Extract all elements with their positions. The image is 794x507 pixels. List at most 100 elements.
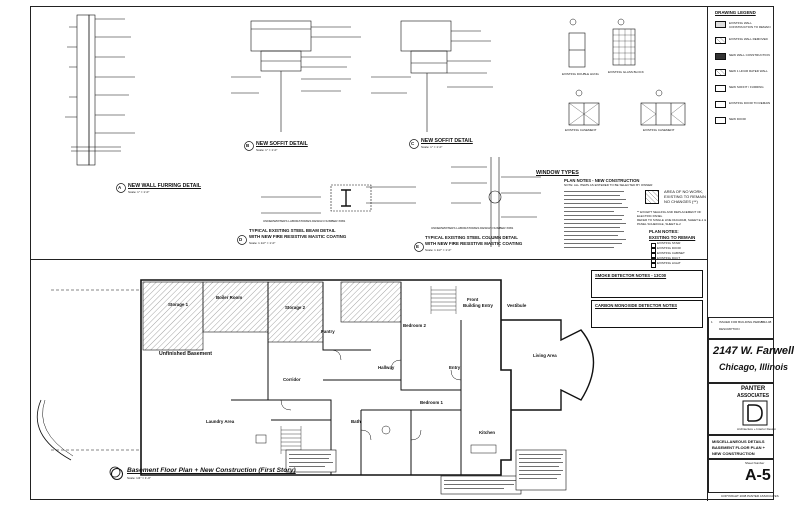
detail-d-scale: Scale: 1 1/2" = 1'-0" <box>249 241 276 245</box>
smoke-notes-box: SMOKE DETECTOR NOTES - 13C00 <box>591 270 703 298</box>
ul-caption-d: UNDERWRITERS LABORATORIES DESIGN NUMBER … <box>263 219 346 223</box>
titleblock-divider <box>707 7 708 501</box>
existing-note-marker-0 <box>651 242 656 248</box>
window-casement-2-label: EXISTING CASEMENT <box>643 128 675 132</box>
room-living: Living Area <box>533 353 557 358</box>
legend-label-4: NEW SOFFIT / FURRING <box>729 85 764 89</box>
legend-swatch-3 <box>715 69 726 76</box>
section-divider <box>31 259 707 260</box>
room-hallway: Hallway <box>378 365 395 370</box>
firm-logo-icon <box>742 400 768 426</box>
room-laundry: Laundry Area <box>206 419 235 424</box>
project-city: Chicago, Illinois <box>719 362 789 372</box>
room-unfinished: Unfinished Basement <box>159 351 213 357</box>
revision-desc: ISSUED FOR BUILDING PERMIT <box>719 320 765 324</box>
revision-date: 5-12-08 <box>761 320 772 324</box>
legend-label-6: NEW DOOR <box>729 117 746 121</box>
legend-title: DRAWING LEGEND <box>715 10 756 15</box>
detail-c-scale: Scale: 1" = 1'-0" <box>421 145 443 149</box>
legend-swatch-2 <box>715 53 726 60</box>
detail-e-scale: Scale: 1 1/2" = 1'-0" <box>425 248 452 252</box>
existing-note-4: EXISTING LIGHT <box>657 261 681 265</box>
room-building-entry: Building Entry <box>463 303 494 308</box>
drawing-sheet: A NEW WALL FURRING DETAIL Scale: 1" = 1'… <box>30 6 794 501</box>
existing-note-0: EXISTING STAIR <box>657 241 681 245</box>
plan-scale: Scale: 1/4" = 1'-0" <box>127 476 151 480</box>
detail-d-title-1: TYPICAL EXISTING STEEL BEAM DETAIL <box>249 228 336 233</box>
firm-name-1: PANTER <box>741 386 766 392</box>
firm-name-2: ASSOCIATES <box>737 393 770 399</box>
no-work-note: AREA OF NO WORK, EXISTING TO REMAIN NO C… <box>664 189 706 204</box>
sheet-title-3: NEW CONSTRUCTION <box>712 451 755 456</box>
room-boiler: Boiler Room <box>216 295 243 300</box>
sheet-title-1: MISCELLANEOUS DETAILS <box>712 439 765 444</box>
window-types-drawings <box>568 18 686 126</box>
existing-note-1: EXISTING DOOR <box>657 246 681 250</box>
detail-a-scale: Scale: 1" = 1'-0" <box>128 190 150 194</box>
window-glass-block-label: EXISTING GLASS BLOCK <box>608 70 644 74</box>
existing-note-marker-3 <box>651 257 656 263</box>
legend-label-3: NEW 1 HOUR RATED WALL <box>729 69 768 73</box>
room-vestibule: Vestibule <box>507 303 527 308</box>
plan-bubble <box>111 468 123 480</box>
plan-notes-new-title: PLAN NOTES - NEW CONSTRUCTION <box>564 178 640 183</box>
window-double-hung-label: EXISTING DOUBLE HUNG <box>562 72 599 76</box>
legend-label-1: EXISTING WALL REMOVED <box>729 37 768 41</box>
details-linework <box>65 14 541 252</box>
floor-plan-linework <box>37 279 595 495</box>
detail-e-title-2: WITH NEW FIRE RESISTIVE MASTIC COATING <box>425 241 523 246</box>
legend-swatch-5 <box>715 101 726 108</box>
sheet-title-2: BASEMENT FLOOR PLAN + <box>712 445 766 450</box>
legend-label-0: EXISTING WALL CONSTRUCTION TO REMAIN <box>729 21 771 29</box>
room-corridor: Corridor <box>283 377 301 382</box>
room-bedroom2: Bedroom 2 <box>403 323 426 328</box>
plan-notes-existing-title: PLAN NOTES: <box>649 229 679 234</box>
room-bath: Bath <box>351 419 361 424</box>
legend-swatch-0 <box>715 21 726 28</box>
legend-label-2: NEW WALL CONSTRUCTION <box>729 53 770 57</box>
detail-a-letter: A <box>118 185 122 190</box>
detail-e-title-1: TYPICAL EXISTING STEEL COLUMN DETAIL <box>425 235 518 240</box>
detail-a-title: NEW WALL FURRING DETAIL <box>128 183 202 189</box>
firm-sub: Architecture + Interior Design <box>737 427 776 431</box>
revision-block: 1 ISSUED FOR BUILDING PERMIT 5-12-08 DES… <box>708 317 774 339</box>
except-note: ** EXCEPT SEALING AND REPLACEMENT OF ELE… <box>637 210 702 218</box>
detail-d-title-2: WITH NEW FIRE RESISTIVE MASTIC COATING <box>249 234 347 239</box>
legend-swatch-4 <box>715 85 726 92</box>
existing-note-marker-2 <box>651 252 656 258</box>
no-work-hatch-swatch <box>645 190 659 204</box>
room-storage1: Storage 1 <box>168 302 189 307</box>
detail-e-letter: E <box>416 244 420 249</box>
ul-caption-e: UNDERWRITERS LABORATORIES DESIGN NUMBER … <box>431 226 514 230</box>
plan-title: Basement Floor Plan + New Construction (… <box>127 467 296 474</box>
room-bedroom1: Bedroom 1 <box>420 400 443 405</box>
sheet-title-block: MISCELLANEOUS DETAILS BASEMENT FLOOR PLA… <box>708 435 774 459</box>
room-front: Front <box>467 297 479 302</box>
window-types-title: WINDOW TYPES <box>536 170 579 176</box>
plan-notes-new-lines <box>564 191 628 248</box>
plan-notes-new-sub: NOTE: ALL ITEMS AS ENTERED TO BE SELECTE… <box>564 183 653 187</box>
detail-c-title: NEW SOFFIT DETAIL <box>421 138 473 144</box>
copyright-footer: COPYRIGHT 2008 PANTER ASSOCIATES <box>721 494 779 498</box>
sheet-number-block: Sheet Number A-5 <box>708 459 774 493</box>
existing-note-marker-1 <box>651 247 656 253</box>
existing-note-3: EXISTING DUCT <box>657 256 681 260</box>
room-pantry: Pantry <box>321 329 335 334</box>
detail-d-letter: D <box>239 237 243 242</box>
co-notes-title: CARBON MONOXIDE DETECTOR NOTES <box>595 303 678 308</box>
legend-label-5: EXISTING DOOR TO REMAIN <box>729 101 771 105</box>
existing-note-2: EXISTING CABINET <box>657 251 685 255</box>
firm-block: PANTER ASSOCIATES Architecture + Interio… <box>708 383 776 435</box>
detail-b-title: NEW SOFFIT DETAIL <box>256 141 308 147</box>
co-notes-box: CARBON MONOXIDE DETECTOR NOTES <box>591 300 703 328</box>
plan-notes-existing-sub: EXISTING TO REMAIN <box>649 235 696 240</box>
smoke-notes-title: SMOKE DETECTOR NOTES - 13C00 <box>595 273 667 278</box>
refer-note: REFER TO SINGLE LINE DIAGRAM, SHEET E-1 … <box>637 218 707 226</box>
sheet-number: A-5 <box>745 467 771 484</box>
existing-note-marker-4 <box>651 262 656 268</box>
detail-b-letter: B <box>246 143 250 148</box>
room-kitchen: Kitchen <box>479 430 496 435</box>
revision-header: DESCRIPTION <box>719 327 740 331</box>
sheet-number-label: Sheet Number <box>745 461 765 465</box>
window-casement-label: EXISTING CASEMENT <box>565 128 597 132</box>
